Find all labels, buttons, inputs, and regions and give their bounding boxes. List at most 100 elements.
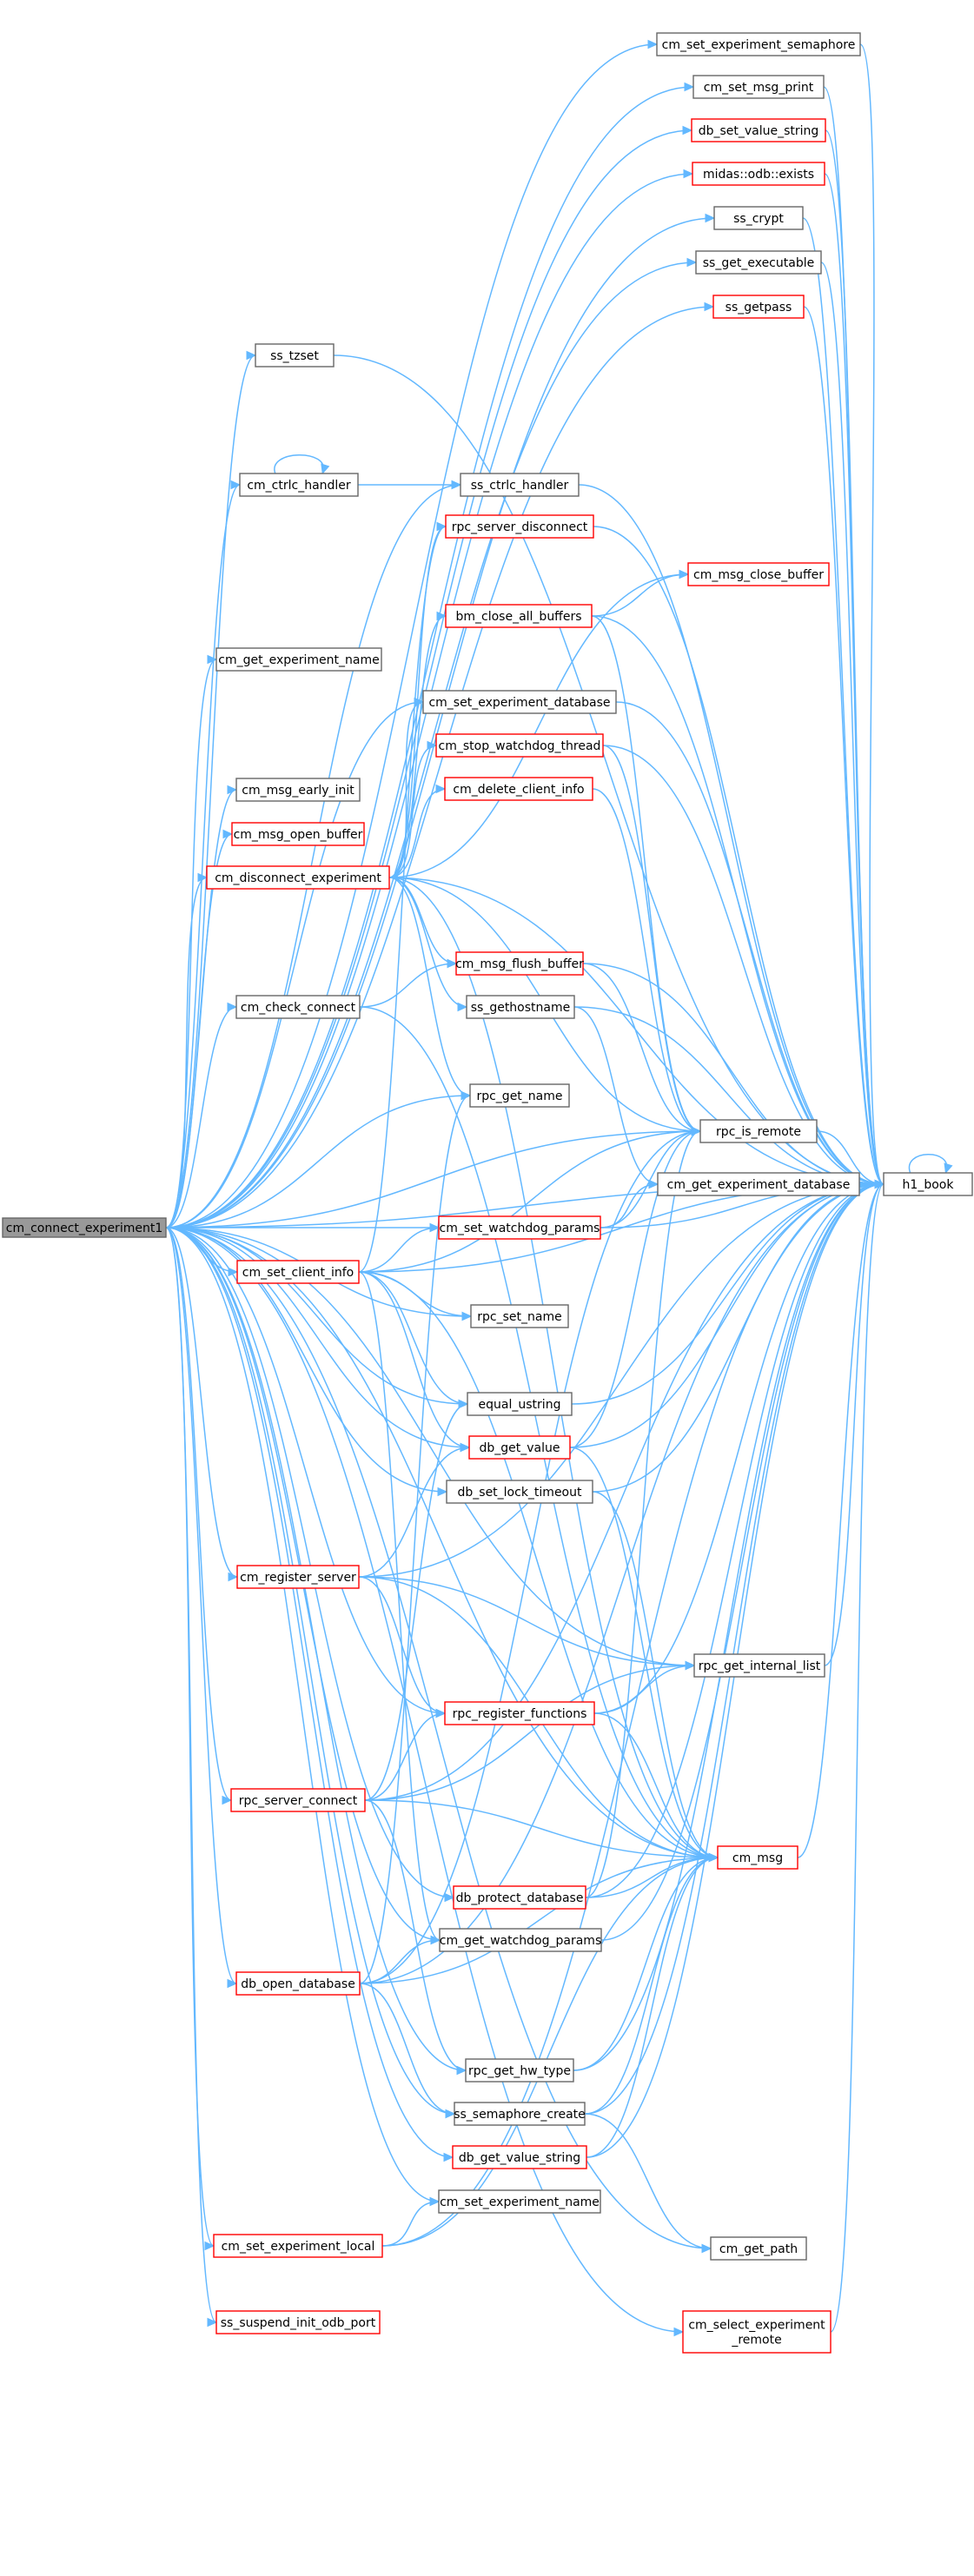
node-cm-msg-close-buffer[interactable]: cm_msg_close_buffer bbox=[687, 562, 830, 586]
edge-ss_gethostname-to-cm_get_experiment_database bbox=[573, 1006, 659, 1189]
edge-rpc_get_internal_list-to-h1_book bbox=[824, 1179, 885, 1666]
edge-root-to-ss_ctrlc_handler bbox=[165, 480, 462, 1228]
node-label: cm_connect_experiment1 bbox=[6, 1222, 162, 1235]
node-cm-set-experiment-database[interactable]: cm_set_experiment_database bbox=[422, 690, 617, 714]
node-bm-close-all-buffers[interactable]: bm_close_all_buffers bbox=[445, 604, 593, 628]
edge-line bbox=[274, 454, 324, 474]
node-ss-ctrlc-handler[interactable]: ss_ctrlc_handler bbox=[460, 473, 580, 497]
node-cm-set-client-info[interactable]: cm_set_client_info bbox=[236, 1260, 360, 1284]
node-ss-semaphore-create[interactable]: ss_semaphore_create bbox=[454, 2102, 586, 2126]
edge-line bbox=[592, 788, 701, 1132]
node-cm-set-experiment-local[interactable]: cm_set_experiment_local bbox=[213, 2234, 383, 2258]
node-ss-gethostname[interactable]: ss_gethostname bbox=[466, 995, 575, 1019]
node-cm-delete-client-info[interactable]: cm_delete_client_info bbox=[444, 777, 593, 801]
node-cm-set-experiment-semaphore[interactable]: cm_set_experiment_semaphore bbox=[656, 32, 861, 56]
node-cm-disconnect-experiment[interactable]: cm_disconnect_experiment bbox=[206, 865, 390, 890]
node-db-protect-database[interactable]: db_protect_database bbox=[453, 1885, 586, 1910]
node-box bbox=[422, 690, 617, 714]
node-ss-suspend-init-odb-port[interactable]: ss_suspend_init_odb_port bbox=[215, 2310, 381, 2334]
node-db-open-database[interactable]: db_open_database bbox=[235, 1971, 361, 1996]
node-label: rpc_is_remote bbox=[716, 1125, 801, 1139]
edge-cm_ctrlc_handler-to-cm_ctrlc_handler bbox=[274, 454, 330, 475]
edge-cm_set_experiment_database-to-h1_book bbox=[615, 701, 885, 1189]
node-cm-set-msg-print[interactable]: cm_set_msg_print bbox=[692, 75, 825, 99]
node-ss-crypt[interactable]: ss_crypt bbox=[713, 206, 804, 230]
node-rpc-is-remote[interactable]: rpc_is_remote bbox=[699, 1119, 818, 1143]
node-cm-set-watchdog-params[interactable]: cm_set_watchdog_params bbox=[438, 1215, 601, 1240]
arrow-head-icon bbox=[230, 480, 242, 490]
node-box bbox=[699, 1119, 818, 1143]
edge-line bbox=[165, 1227, 712, 2249]
edge-root-to-db_set_lock_timeout bbox=[165, 1227, 448, 1497]
node-box bbox=[235, 995, 361, 1019]
node-root[interactable]: cm_connect_experiment1 bbox=[2, 1217, 167, 1238]
node-h1-book[interactable]: h1_book bbox=[883, 1172, 973, 1196]
edge-line bbox=[388, 877, 719, 1858]
node-rpc-server-connect[interactable]: rpc_server_connect bbox=[230, 1788, 366, 1812]
edge-line bbox=[358, 1271, 719, 1858]
edge-root-to-cm_set_experiment_semaphore bbox=[165, 39, 659, 1228]
node-db-set-lock-timeout[interactable]: db_set_lock_timeout bbox=[446, 1480, 593, 1504]
node-label: cm_disconnect_experiment bbox=[215, 871, 381, 885]
edge-line bbox=[165, 1227, 454, 2158]
node-box bbox=[215, 647, 382, 672]
node-box bbox=[445, 514, 594, 539]
node-cm-msg-early-init[interactable]: cm_msg_early_init bbox=[235, 778, 361, 802]
edge-root-to-ss_tzset bbox=[165, 350, 257, 1228]
node-cm-get-watchdog-params[interactable]: cm_get_watchdog_params bbox=[439, 1928, 602, 1952]
edge-line bbox=[825, 129, 885, 1185]
node-rpc-get-internal-list[interactable]: rpc_get_internal_list bbox=[693, 1653, 825, 1678]
edge-line bbox=[388, 745, 437, 878]
edge-line bbox=[165, 1006, 237, 1228]
edge-root-to-equal_ustring bbox=[165, 1227, 469, 1409]
edge-db_open_database-to-rpc_get_name bbox=[359, 1090, 472, 1984]
node-label: db_open_database bbox=[241, 1977, 355, 1991]
node-equal-ustring[interactable]: equal_ustring bbox=[467, 1392, 573, 1416]
node-rpc-get-hw-type[interactable]: rpc_get_hw_type bbox=[465, 2058, 574, 2083]
edge-line bbox=[584, 2113, 712, 2249]
edge-line bbox=[358, 1271, 468, 1405]
node-cm-register-server[interactable]: cm_register_server bbox=[236, 1565, 360, 1589]
node-ss-tzset[interactable]: ss_tzset bbox=[255, 343, 335, 368]
node-cm-select-experiment-remote[interactable]: cm_select_experiment_remote bbox=[682, 2310, 832, 2354]
node-rpc-get-name[interactable]: rpc_get_name bbox=[469, 1083, 570, 1108]
node-db-get-value[interactable]: db_get_value bbox=[468, 1435, 571, 1460]
node-ss-getpass[interactable]: ss_getpass bbox=[712, 295, 805, 319]
edge-line bbox=[165, 354, 256, 1228]
node-cm-get-experiment-database[interactable]: cm_get_experiment_database bbox=[657, 1172, 860, 1196]
node-cm-ctrlc-handler[interactable]: cm_ctrlc_handler bbox=[239, 473, 359, 497]
node-cm-msg-flush-buffer[interactable]: cm_msg_flush_buffer bbox=[455, 951, 584, 976]
node-rpc-server-disconnect[interactable]: rpc_server_disconnect bbox=[445, 514, 594, 539]
node-cm-msg[interactable]: cm_msg bbox=[717, 1845, 798, 1870]
node-cm-get-experiment-name[interactable]: cm_get_experiment_name bbox=[215, 647, 382, 672]
node-db-set-value-string[interactable]: db_set_value_string bbox=[691, 118, 826, 142]
node-label: rpc_server_disconnect bbox=[452, 520, 588, 534]
node-box bbox=[692, 162, 825, 186]
node-cm-stop-watchdog-thread[interactable]: cm_stop_watchdog_thread bbox=[435, 733, 604, 758]
node-db-get-value-string[interactable]: db_get_value_string bbox=[452, 2145, 587, 2169]
edge-line bbox=[600, 1130, 701, 1228]
arrow-head-icon bbox=[430, 1935, 441, 1945]
arrow-head-icon bbox=[227, 1978, 238, 1989]
arrow-head-icon bbox=[436, 611, 447, 621]
node-box bbox=[438, 1215, 601, 1240]
node-ss-get-executable[interactable]: ss_get_executable bbox=[695, 250, 822, 275]
node-label: rpc_register_functions bbox=[453, 1707, 587, 1721]
node-midas-odb-exists[interactable]: midas::odb::exists bbox=[692, 162, 825, 186]
edge-line bbox=[359, 963, 457, 1008]
node-cm-check-connect[interactable]: cm_check_connect bbox=[235, 995, 361, 1019]
edge-line bbox=[602, 745, 885, 1185]
node-box bbox=[445, 604, 593, 628]
edge-line bbox=[388, 788, 446, 878]
edge-cm_register_server-to-db_get_value bbox=[358, 1442, 471, 1578]
node-rpc-register-functions[interactable]: rpc_register_functions bbox=[444, 1701, 595, 1725]
edge-line bbox=[592, 1183, 885, 1493]
arrow-head-icon bbox=[456, 2065, 467, 2076]
node-cm-get-path[interactable]: cm_get_path bbox=[710, 2236, 807, 2261]
node-cm-msg-open-buffer[interactable]: cm_msg_open_buffer bbox=[231, 822, 365, 846]
node-cm-set-experiment-name[interactable]: cm_set_experiment_name bbox=[438, 2189, 601, 2214]
node-box bbox=[465, 2058, 574, 2083]
node-rpc-set-name[interactable]: rpc_set_name bbox=[470, 1304, 569, 1328]
node-box bbox=[438, 2189, 601, 2214]
edge-line bbox=[165, 1227, 446, 1714]
